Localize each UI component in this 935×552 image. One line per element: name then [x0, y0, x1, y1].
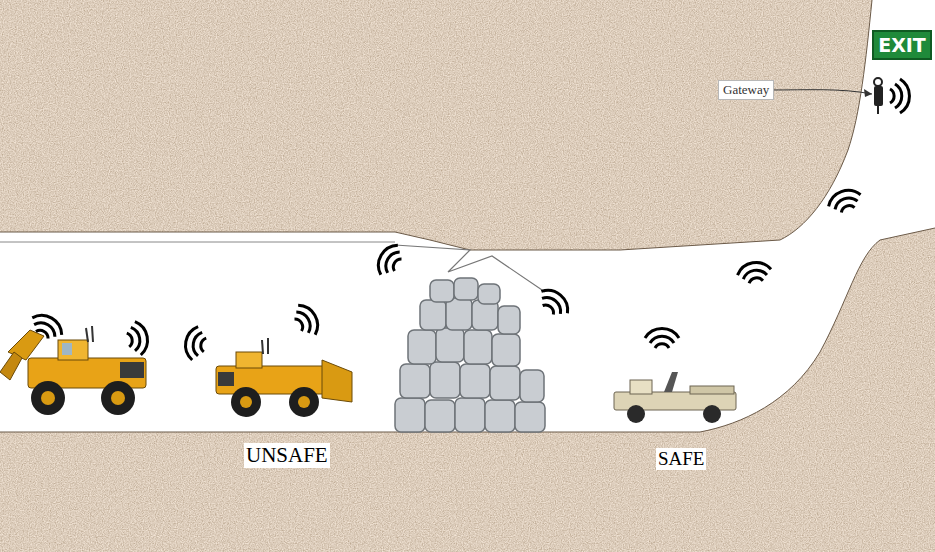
- exit-sign: EXIT: [872, 30, 932, 60]
- signal-waves: [27, 310, 66, 344]
- rock-fall: [395, 278, 545, 432]
- node-text: EXIT: [878, 34, 926, 56]
- utility-vehicle: [614, 372, 736, 423]
- zone-label: SAFE: [656, 448, 706, 470]
- leader-arrowhead: [864, 89, 872, 97]
- signal-waves: [125, 320, 150, 357]
- signal-waves: [825, 186, 864, 216]
- signal-waves: [290, 301, 324, 340]
- signal-waves: [373, 241, 407, 280]
- signal-waves: [890, 79, 909, 113]
- tunnel-roof: [0, 0, 872, 250]
- leader-line: [768, 90, 872, 94]
- roof-line: [0, 242, 395, 243]
- zone-label: UNSAFE: [244, 443, 330, 468]
- loader-vehicle: [0, 326, 146, 415]
- gateway-device: [874, 78, 883, 114]
- signal-waves: [183, 325, 208, 362]
- gateway-label: Gateway: [718, 80, 774, 100]
- lhd-vehicle: [216, 338, 352, 417]
- signal-waves: [535, 284, 574, 321]
- signal-waves: [736, 260, 773, 285]
- signal-waves: [645, 329, 679, 348]
- tunnel-floor: [0, 228, 935, 432]
